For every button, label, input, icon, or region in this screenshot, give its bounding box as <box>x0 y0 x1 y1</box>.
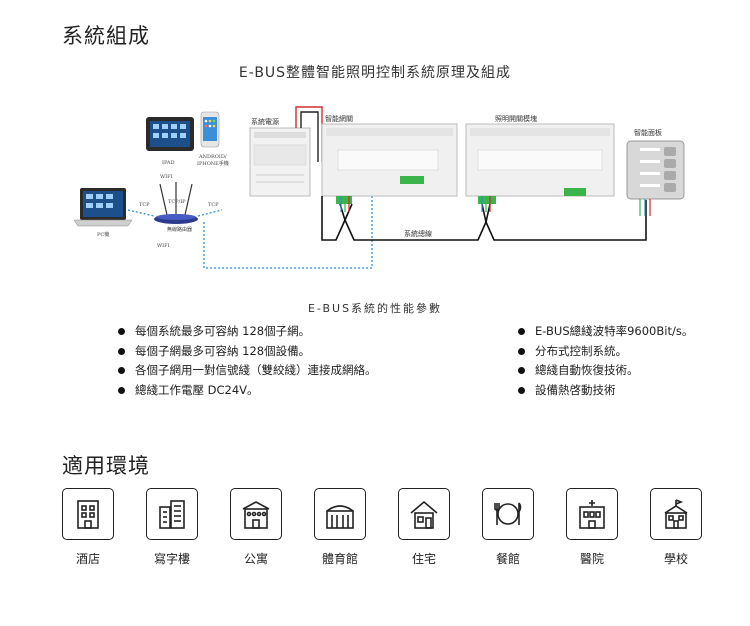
phone-device <box>200 111 220 148</box>
stadium-icon <box>326 505 354 529</box>
pc-label: PC機 <box>97 231 109 238</box>
router-label: 無線路由器 <box>167 226 192 233</box>
tcp-left-label: TCP <box>139 202 150 208</box>
iphone-label: IPHONE手機 <box>197 160 229 167</box>
module-label: 照明開關模塊 <box>495 114 537 123</box>
venue-hospital: 醫院 <box>566 488 618 567</box>
wifi-bottom-label: WIFI <box>157 243 170 249</box>
ipad-label: IPAD <box>162 160 175 166</box>
hospital-icon <box>579 500 605 529</box>
section-title-environment: 適用環境 <box>62 454 150 478</box>
venue-label: 住宅 <box>411 552 436 566</box>
tcp-right-label: TCP <box>208 202 219 208</box>
panel-label: 智能面板 <box>634 128 662 137</box>
venue-hotel: 酒店 <box>62 488 114 567</box>
diagram-title: E-BUS整體智能照明控制系統原理及組成 <box>238 65 512 81</box>
params-title: E-BUS系統的性能參數 <box>307 302 443 315</box>
restaurant-icon <box>494 502 522 525</box>
venue-school: 學校 <box>650 488 702 567</box>
venue-label: 寫字樓 <box>153 552 190 566</box>
venue-stadium: 體育館 <box>314 488 366 567</box>
param-item: 各個子網用一對信號綫（雙絞綫）連接成網絡。 <box>118 362 377 382</box>
bus-colored-wires <box>340 196 651 216</box>
tcpip-label: TCP/IP <box>168 199 186 205</box>
param-item: 總綫工作電壓 DC24V。 <box>118 382 377 402</box>
params-list-left: 每個系統最多可容納 128個子網。 每個子網最多可容納 128個設備。 各個子網… <box>118 323 377 401</box>
section-title-system: 系統組成 <box>62 24 150 48</box>
gateway-unit <box>321 123 458 204</box>
venue-label: 酒店 <box>75 552 100 566</box>
hotel-icon <box>77 500 99 529</box>
power-label: 系統電源 <box>251 117 279 126</box>
venue-label: 公寓 <box>243 552 268 566</box>
smart-panel-unit <box>626 140 685 200</box>
venue-list: 酒店 寫字樓 公寓 體育館 住宅 餐館 醫院 學校 <box>0 488 750 568</box>
apartment-icon <box>242 501 270 529</box>
school-icon <box>664 499 688 529</box>
param-item: 總綫自動恢復技術。 <box>518 362 693 382</box>
param-item: E-BUS總綫波特率9600Bit/s。 <box>518 323 693 343</box>
params-list-right: E-BUS總綫波特率9600Bit/s。 分布式控制系統。 總綫自動恢復技術。 … <box>518 323 693 401</box>
gateway-label: 智能網關 <box>325 114 353 123</box>
laptop-device <box>73 188 133 227</box>
lighting-module-unit <box>465 123 615 204</box>
venue-office: 寫字樓 <box>146 488 198 567</box>
venue-apartment: 公寓 <box>230 488 282 567</box>
venue-label: 學校 <box>663 552 688 566</box>
network-links <box>127 196 373 269</box>
wifi-top-label: WIFI <box>160 174 173 180</box>
android-label: ANDROID/ <box>198 154 227 160</box>
ipad-device <box>146 117 194 151</box>
house-icon <box>410 500 438 529</box>
param-item: 每個系統最多可容納 128個子網。 <box>118 323 377 343</box>
system-diagram: IPAD ANDROID/ IPHONE手機 WIFI TCP/IP TCP T… <box>73 106 685 269</box>
venue-label: 餐館 <box>495 552 520 566</box>
system-power-unit <box>249 127 311 197</box>
param-item: 每個子網最多可容納 128個設備。 <box>118 343 377 363</box>
venue-label: 體育館 <box>321 552 358 566</box>
param-item: 分布式控制系統。 <box>518 343 693 363</box>
param-item: 設備熱啓動技術 <box>518 382 693 402</box>
venue-label: 醫院 <box>579 552 604 566</box>
bus-label: 系統總線 <box>404 229 432 238</box>
office-building-icon <box>159 500 185 529</box>
router-device <box>154 182 198 224</box>
venue-restaurant: 餐館 <box>482 488 534 567</box>
venue-residence: 住宅 <box>398 488 450 567</box>
